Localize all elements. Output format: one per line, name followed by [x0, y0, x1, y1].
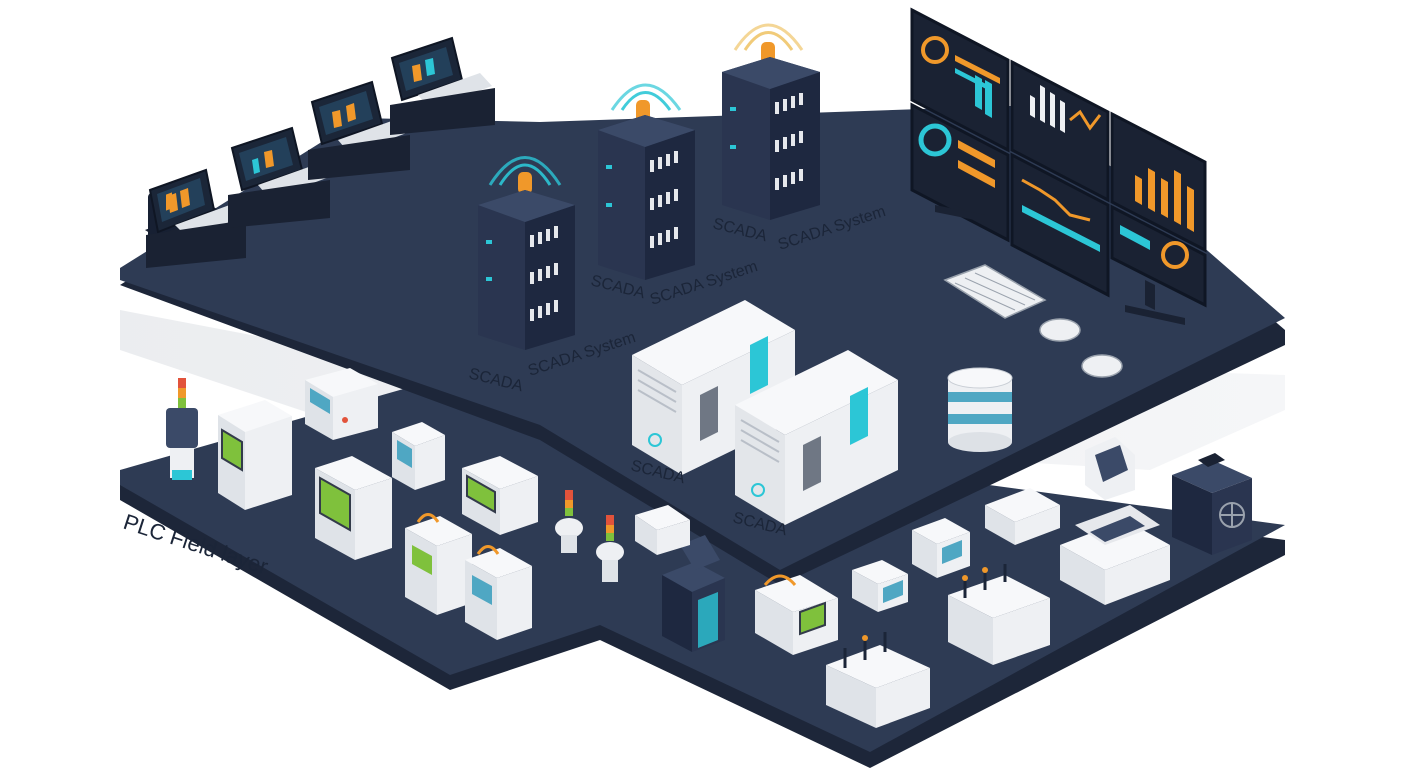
monitor-wall	[910, 7, 1207, 325]
industrial-machine	[1060, 505, 1170, 605]
scada-server-1	[632, 300, 795, 475]
hmi-panel	[315, 456, 392, 560]
relay-cabinet	[405, 513, 472, 615]
camera-device	[1085, 437, 1135, 500]
mouse-icon	[1081, 354, 1123, 378]
io-rack	[826, 632, 930, 728]
plc-module	[912, 518, 970, 578]
stack-light-sensor	[555, 490, 583, 553]
io-rack	[948, 564, 1050, 665]
scada-server-2	[735, 350, 898, 525]
relay-cabinet	[465, 545, 532, 640]
hmi-panel	[462, 456, 538, 535]
hmi-workstation-1	[145, 168, 248, 268]
stack-light-sensor	[596, 515, 624, 582]
plc-module	[852, 560, 908, 612]
plc-panel	[218, 400, 292, 510]
gauge-icon	[921, 36, 949, 64]
scada-rack-3	[722, 23, 820, 220]
plc-panel	[305, 368, 378, 440]
stack-light-sensor	[166, 378, 198, 480]
bar-chart-icon	[1030, 85, 1065, 133]
plc-controller	[755, 574, 838, 655]
field-device	[985, 488, 1060, 545]
mouse-icon	[1039, 318, 1081, 342]
scada-rack-1	[478, 156, 575, 350]
database-icon	[947, 367, 1013, 452]
beacon-light-1	[518, 172, 532, 194]
hmi-workstation-4	[390, 36, 495, 135]
plc-panel	[392, 422, 445, 490]
keyboard-icon	[943, 264, 1047, 319]
fan-enclosure	[1172, 453, 1252, 555]
field-device	[635, 505, 690, 555]
scada-rack-2	[598, 83, 695, 280]
